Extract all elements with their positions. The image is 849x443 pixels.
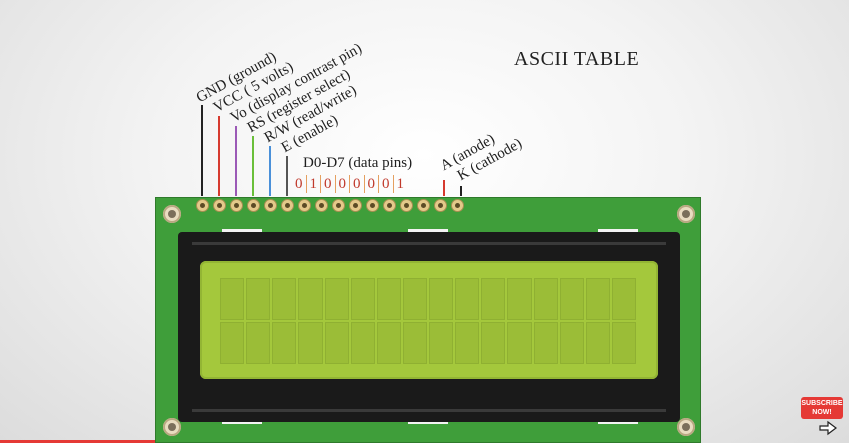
pin-pad: [315, 199, 328, 212]
character-cell: [611, 322, 636, 364]
character-cell: [376, 322, 401, 364]
data-bits: 0 1 0 0 0 0 0 1: [292, 175, 407, 193]
character-cell: [507, 322, 532, 364]
pin-pad: [247, 199, 260, 212]
pin-pad: [264, 199, 277, 212]
character-cell: [481, 278, 506, 320]
character-cell: [350, 322, 375, 364]
bit-5: 0: [365, 175, 379, 193]
character-cell: [246, 278, 271, 320]
pin-pad: [230, 199, 243, 212]
label-data: D0-D7 (data pins): [303, 155, 413, 171]
bezel-tab-top-2: [408, 229, 448, 232]
character-cell: [429, 278, 454, 320]
character-cell: [298, 278, 323, 320]
bezel-tab-bottom-2: [408, 421, 448, 424]
character-cell: [429, 322, 454, 364]
character-cell: [272, 322, 297, 364]
bezel-tab-bottom-1: [222, 421, 262, 424]
bit-7: 1: [396, 176, 405, 192]
pin-pad: [349, 199, 362, 212]
character-cell: [585, 278, 610, 320]
character-cell: [220, 278, 245, 320]
pin-pad: [298, 199, 311, 212]
character-cell: [507, 278, 532, 320]
character-cell: [298, 322, 323, 364]
pin-pad: [383, 199, 396, 212]
character-cell: [402, 278, 427, 320]
bit-1: 1: [307, 175, 321, 193]
character-cell: [559, 322, 584, 364]
character-cell: [246, 322, 271, 364]
character-cell: [376, 278, 401, 320]
bit-3: 0: [336, 175, 350, 193]
character-cell: [559, 278, 584, 320]
pin-pad: [281, 199, 294, 212]
bezel-tab-top-1: [222, 229, 262, 232]
character-cell: [533, 322, 558, 364]
character-cell: [272, 278, 297, 320]
subscribe-line2: NOW!: [812, 409, 832, 416]
pin-pad: [417, 199, 430, 212]
bit-2: 0: [321, 175, 336, 193]
bit-0: 0: [292, 175, 307, 193]
pin-pad: [213, 199, 226, 212]
subscribe-line1: SUBSCRIBE: [801, 400, 843, 407]
mount-hole-top-left: [163, 205, 181, 223]
character-grid: [220, 278, 636, 364]
pin-pad: [332, 199, 345, 212]
subscribe-button[interactable]: SUBSCRIBE NOW!: [801, 397, 843, 419]
mount-hole-bottom-left: [163, 418, 181, 436]
character-cell: [324, 278, 349, 320]
bezel-tab-bottom-3: [598, 421, 638, 424]
pin-pad: [366, 199, 379, 212]
pin-pad: [434, 199, 447, 212]
bezel-tab-top-3: [598, 229, 638, 232]
character-cell: [324, 322, 349, 364]
pin-pad: [451, 199, 464, 212]
character-cell: [350, 278, 375, 320]
character-cell: [455, 278, 480, 320]
mount-hole-top-right: [677, 205, 695, 223]
character-cell: [481, 322, 506, 364]
video-progress-bar[interactable]: [0, 440, 155, 443]
character-cell: [611, 278, 636, 320]
mount-hole-bottom-right: [677, 418, 695, 436]
character-cell: [402, 322, 427, 364]
bit-6: 0: [379, 175, 394, 193]
pin-pad: [196, 199, 209, 212]
pin-pad: [400, 199, 413, 212]
character-cell: [220, 322, 245, 364]
character-cell: [455, 322, 480, 364]
cursor-pointer-icon: [819, 420, 837, 436]
character-cell: [533, 278, 558, 320]
character-cell: [585, 322, 610, 364]
diagram-title: ASCII TABLE: [514, 48, 640, 70]
bit-4: 0: [350, 175, 365, 193]
